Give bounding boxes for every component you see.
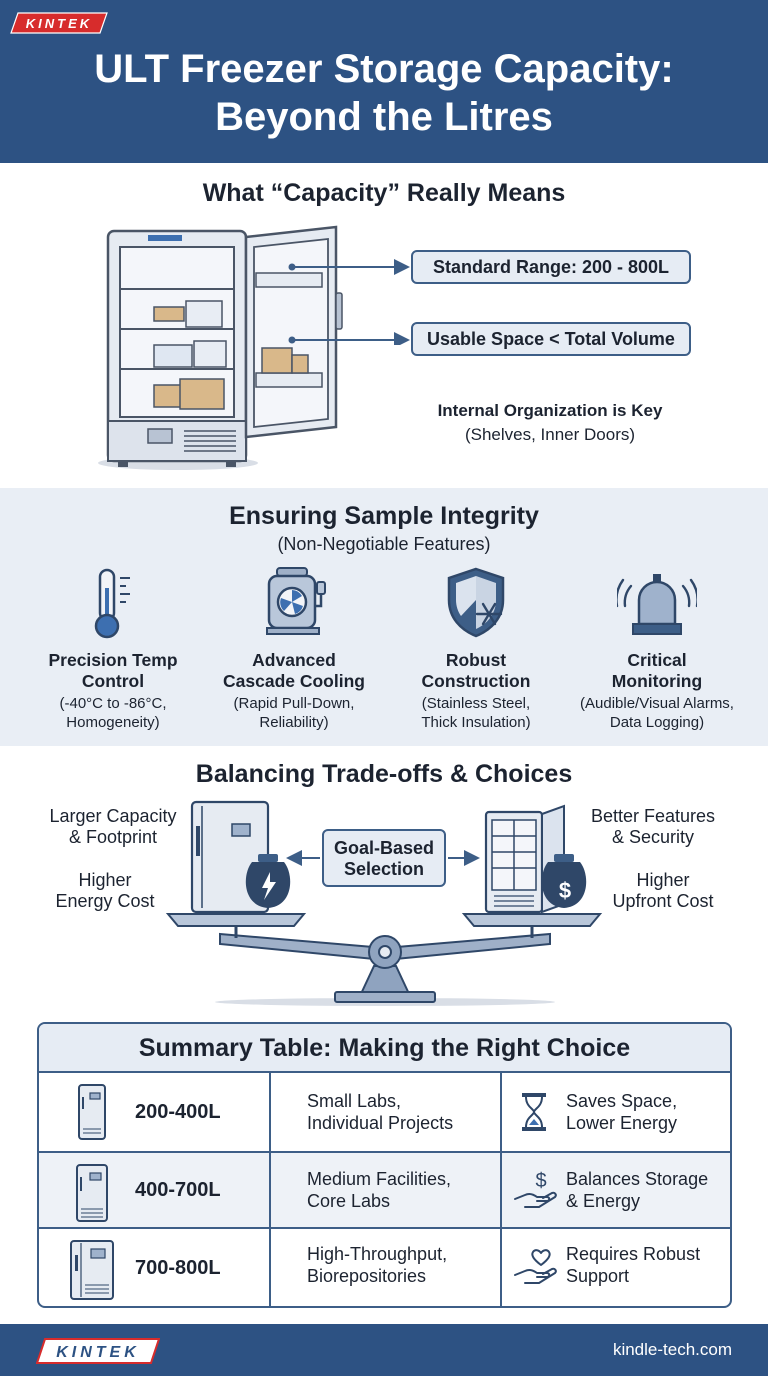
compressor-icon [266, 567, 326, 635]
integrity-title: Ensuring Sample Integrity [229, 502, 539, 530]
feature-desc-2a: (Rapid Pull-Down, [233, 695, 355, 712]
kintek-logo-footer: KINTEK [36, 1338, 160, 1364]
usable-space-callout: Usable Space < Total Volume [411, 322, 691, 356]
use-case-l2: Individual Projects [307, 1113, 454, 1133]
open-freezer-illustration [98, 225, 343, 470]
tradeoff-upfront-cost-l1: Higher [636, 870, 690, 890]
tradeoff-energy-cost-l1: Higher [78, 870, 132, 890]
use-case-l2: Core Labs [307, 1191, 391, 1211]
footer-bar: KINTEK kindle-tech.com [0, 1324, 768, 1376]
organization-note-detail: (Shelves, Inner Doors) [464, 425, 636, 444]
title-line-1: ULT Freezer Storage Capacity: [94, 47, 674, 91]
integrity-subtitle: (Non-Negotiable Features) [277, 534, 491, 554]
feature-desc-3b: Thick Insulation) [421, 714, 531, 731]
feature-title-2a: Advanced [252, 650, 336, 670]
feature-title-4a: Critical [627, 650, 687, 670]
benefit-l1: Balances Storage [566, 1169, 709, 1189]
tradeoffs-section: Balancing Trade-offs & Choices $ [0, 746, 768, 1016]
small-freezer-icon [78, 1084, 106, 1140]
tradeoffs-title: Balancing Trade-offs & Choices [195, 760, 573, 788]
tradeoff-larger-capacity-l1: Larger Capacity [49, 806, 177, 826]
benefit-l1: Requires Robust [566, 1244, 701, 1264]
logo-text-footer: KINTEK [56, 1344, 140, 1361]
hourglass-icon [522, 1093, 546, 1131]
hand-heart-icon [514, 1249, 557, 1284]
summary-table-title: Summary Table: Making the Right Choice [39, 1024, 730, 1073]
page-title: ULT Freezer Storage Capacity: Beyond the… [0, 45, 768, 141]
goal-line-2: Selection [343, 859, 425, 879]
benefit-l2: & Energy [566, 1191, 641, 1211]
benefit-l1: Saves Space, [566, 1091, 678, 1111]
svg-text:$: $ [535, 1170, 546, 1192]
use-case-l1: High-Throughput, [307, 1244, 448, 1264]
table-row: 700-800L High-Throughput,Biorepositories… [39, 1229, 730, 1306]
standard-range-callout: Standard Range: 200 - 800L [411, 250, 691, 284]
capacity-section: What “Capacity” Really Means [0, 163, 768, 488]
feature-title-3b: Construction [421, 671, 531, 691]
feature-desc-1b: Homogeneity) [66, 714, 160, 731]
balance-scale-illustration: $ [165, 800, 603, 1006]
large-freezer-icon [70, 1240, 114, 1300]
capacity-value: 200-400L [135, 1101, 221, 1123]
website-link[interactable]: kindle-tech.com [612, 1340, 732, 1359]
svg-text:$: $ [559, 878, 571, 903]
use-case-l2: Biorepositories [307, 1266, 427, 1286]
tradeoff-better-features: Better Features& Security [573, 806, 733, 848]
medium-freezer-icon [76, 1164, 108, 1222]
tradeoff-energy-cost-l2: Energy Cost [55, 891, 155, 911]
use-case-l1: Small Labs, [307, 1091, 402, 1111]
integrity-section: Ensuring Sample Integrity (Non-Negotiabl… [0, 488, 768, 746]
header-banner: KINTEK ULT Freezer Storage Capacity: Bey… [0, 0, 768, 163]
feature-title-2b: Cascade Cooling [223, 671, 365, 691]
feature-title-3a: Robust [445, 650, 507, 670]
capacity-value: 700-800L [135, 1257, 221, 1279]
summary-table: Summary Table: Making the Right Choice 2… [37, 1022, 732, 1308]
callout-arrows [288, 259, 410, 345]
benefit-l2: Lower Energy [566, 1113, 678, 1133]
table-row: 400-700L Medium Facilities,Core Labs $ B… [39, 1151, 730, 1229]
feature-title-1a: Precision Temp [48, 650, 178, 670]
organization-note-title: Internal Organization is Key [437, 401, 663, 420]
capacity-title: What “Capacity” Really Means [202, 179, 566, 207]
feature-title-4b: Monitoring [611, 671, 703, 691]
feature-desc-1a: (-40°C to -86°C, [59, 695, 167, 712]
table-divider [269, 1073, 271, 1306]
thermometer-icon [94, 568, 130, 639]
use-case-l1: Medium Facilities, [307, 1169, 452, 1189]
title-line-2: Beyond the Litres [215, 95, 553, 139]
alarm-icon [617, 574, 697, 635]
table-divider [500, 1073, 502, 1306]
kintek-logo: KINTEK [10, 12, 108, 34]
capacity-value: 400-700L [135, 1179, 221, 1201]
goal-line-1: Goal-Based [333, 838, 435, 858]
hand-dollar-icon: $ [514, 1170, 557, 1208]
feature-desc-4b: Data Logging) [609, 714, 705, 731]
feature-title-1b: Control [81, 671, 145, 691]
shield-snowflake-icon [447, 567, 505, 638]
logo-text: KINTEK [26, 16, 92, 31]
tradeoff-upfront-cost-l2: Upfront Cost [612, 891, 714, 911]
feature-desc-2b: Reliability) [259, 714, 329, 731]
tradeoff-better-features-l1: Better Features [590, 806, 716, 826]
tradeoff-larger-capacity-l2: & Footprint [68, 827, 158, 847]
feature-desc-3a: (Stainless Steel, [421, 695, 531, 712]
table-row: 200-400L Small Labs,Individual Projects … [39, 1073, 730, 1151]
benefit-l2: Support [566, 1266, 630, 1286]
tradeoff-larger-capacity: Larger Capacity& Footprint [33, 806, 193, 848]
tradeoff-better-features-l2: & Security [611, 827, 695, 847]
feature-desc-4a: (Audible/Visual Alarms, [580, 695, 734, 712]
